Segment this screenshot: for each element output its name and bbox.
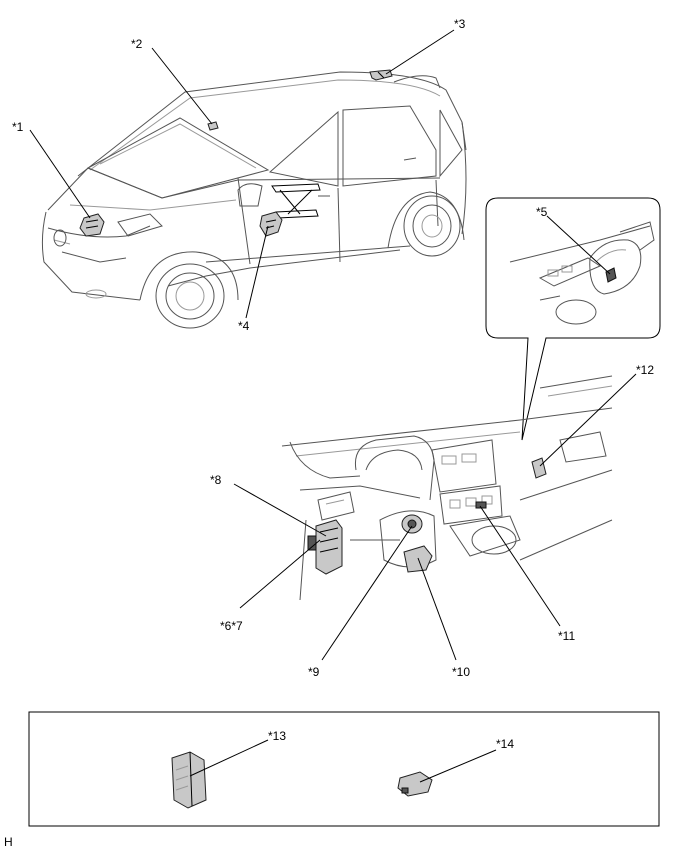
leader-5 bbox=[546, 215, 611, 275]
callout-6-7: *6*7 bbox=[220, 619, 243, 633]
leader-2 bbox=[151, 47, 213, 125]
part-4-marker bbox=[259, 211, 283, 237]
part-14-module bbox=[397, 749, 497, 797]
callout-14: *14 bbox=[496, 737, 514, 751]
part-12-marker bbox=[531, 457, 547, 479]
vehicle-illustration bbox=[41, 71, 467, 329]
dashboard-illustration bbox=[281, 375, 613, 601]
part-1-marker bbox=[79, 213, 105, 237]
part-13-module bbox=[171, 739, 269, 809]
callout-10: *10 bbox=[452, 665, 470, 679]
callout-8: *8 bbox=[210, 473, 222, 487]
callout-4: *4 bbox=[238, 319, 250, 333]
callout-1: *1 bbox=[12, 120, 24, 134]
callout-12: *12 bbox=[636, 363, 654, 377]
callout-11: *11 bbox=[558, 629, 575, 643]
leader-3 bbox=[385, 29, 455, 75]
leader-10 bbox=[417, 557, 457, 661]
figure-code-letter: H bbox=[4, 835, 13, 849]
part-3-marker bbox=[369, 69, 393, 81]
leader-8 bbox=[233, 483, 327, 537]
part-6-7-8-marker bbox=[307, 519, 343, 575]
leader-1 bbox=[29, 129, 91, 219]
detail-view-bubble bbox=[485, 197, 661, 441]
callout-5: *5 bbox=[536, 205, 548, 219]
leader-9 bbox=[321, 525, 413, 661]
leader-12 bbox=[539, 373, 637, 467]
callout-2: *2 bbox=[131, 37, 143, 51]
module-panel-frame bbox=[28, 711, 660, 827]
leader-4 bbox=[245, 225, 269, 319]
part-2-marker bbox=[207, 121, 219, 131]
leader-11 bbox=[479, 505, 561, 627]
part-9-marker bbox=[401, 514, 423, 534]
callout-3: *3 bbox=[454, 17, 466, 31]
leader-6-7 bbox=[239, 539, 321, 609]
callout-9: *9 bbox=[308, 665, 320, 679]
callout-13: *13 bbox=[268, 729, 286, 743]
